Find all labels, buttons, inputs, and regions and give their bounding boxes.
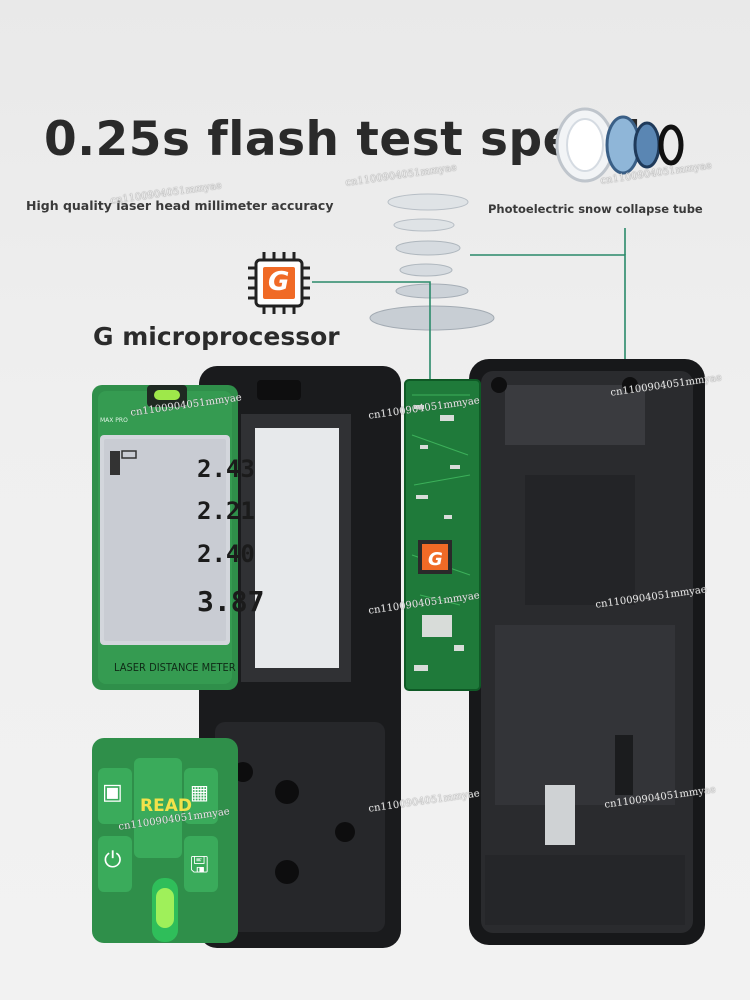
read-button[interactable]: READ	[140, 796, 192, 816]
display-panel: MAX PRO 2.43 2.21 2.40 3.87 LASER DISTAN…	[92, 385, 264, 690]
photo-tube-caption: Photoelectric snow collapse tube	[488, 202, 703, 216]
save-icon[interactable]: 🖫	[190, 853, 209, 878]
lens-stack-illustration	[555, 107, 684, 183]
power-icon[interactable]: ⏻	[104, 848, 122, 873]
display-reading-3: 2.40	[197, 540, 255, 568]
circuit-board: G	[404, 379, 481, 691]
laser-head-caption: High quality laser head millimeter accur…	[26, 198, 334, 213]
display-reading-1: 2.43	[197, 455, 255, 483]
back-housing	[469, 359, 705, 945]
middle-chassis	[199, 366, 401, 948]
beam-lenses-illustration	[369, 193, 495, 331]
board-chip-letter: G	[428, 549, 443, 570]
chip-letter: G	[268, 267, 290, 297]
display-reading-4: 3.87	[197, 585, 265, 618]
label-strip: LASER DISTANCE METER	[114, 661, 236, 674]
model-mark: MAX PRO	[100, 417, 128, 424]
keypad: ▣ READ ▦ ⏻ 🖫	[92, 738, 238, 943]
unit-icon[interactable]: ▦	[190, 780, 209, 804]
processor-chip-icon: G	[246, 250, 312, 316]
measure-mode-icon[interactable]: ▣	[102, 780, 123, 805]
headline: 0.25s flash test speed	[44, 112, 642, 167]
processor-caption: G microprocessor	[93, 322, 340, 351]
display-reading-2: 2.21	[197, 497, 255, 525]
